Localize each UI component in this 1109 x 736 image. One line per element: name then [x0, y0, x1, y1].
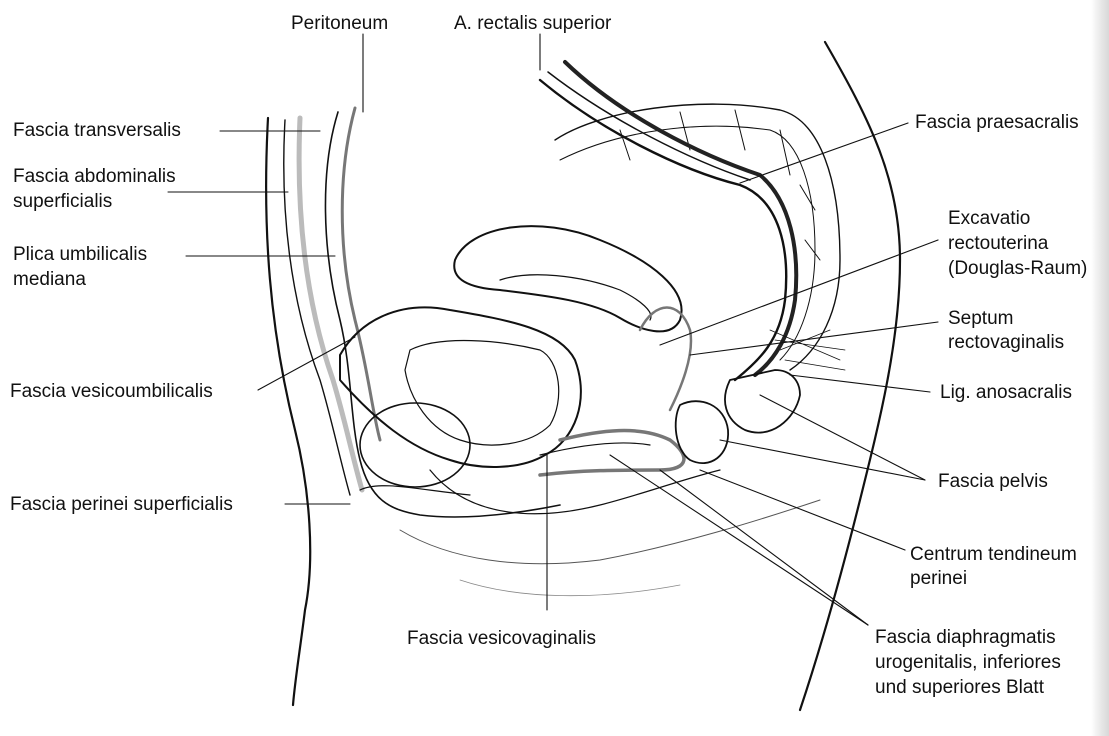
label-septum-line2: rectovaginalis: [948, 331, 1064, 355]
label-centrum-tendineum-line2: perinei: [910, 567, 967, 591]
uterus-outline: [454, 226, 681, 331]
label-fascia-abdominalis-line2: superficialis: [13, 190, 112, 214]
fascia-transversalis-layer: [325, 112, 560, 517]
label-excavatio-line3: (Douglas-Raum): [948, 257, 1087, 281]
label-fascia-diaphragmatis: Fascia diaphragmatis: [875, 626, 1056, 650]
label-peritoneum: Peritoneum: [291, 12, 388, 36]
rectouterine-pouch: [640, 308, 691, 411]
a-rectalis-superior-vessel: [565, 62, 796, 375]
label-fascia-diaphragmatis-line3: und superiores Blatt: [875, 676, 1044, 700]
label-plica-umbilicalis-line2: mediana: [13, 268, 86, 292]
vagina-outline: [540, 431, 684, 475]
label-fascia-vesicoumbilicalis: Fascia vesicoumbilicalis: [10, 380, 213, 404]
label-fascia-perinei-superficialis: Fascia perinei superficialis: [10, 493, 233, 517]
bladder-outline: [340, 307, 581, 467]
label-excavatio-line2: rectouterina: [948, 232, 1048, 256]
label-excavatio: Excavatio: [948, 207, 1030, 231]
label-fascia-pelvis: Fascia pelvis: [938, 470, 1048, 494]
label-fascia-transversalis: Fascia transversalis: [13, 119, 181, 143]
label-plica-umbilicalis: Plica umbilicalis: [13, 243, 147, 267]
anterior-body-wall-outline: [266, 118, 310, 705]
rectum-outline: [540, 80, 786, 380]
leader-lines: [168, 34, 938, 625]
label-a-rectalis-superior: A. rectalis superior: [454, 12, 611, 36]
label-centrum-tendineum: Centrum tendineum: [910, 543, 1077, 567]
perineal-body: [676, 401, 728, 463]
label-fascia-vesicovaginalis: Fascia vesicovaginalis: [407, 627, 596, 651]
label-fascia-diaphragmatis-line2: urogenitalis, inferiores: [875, 651, 1061, 675]
label-septum: Septum: [948, 307, 1013, 331]
label-fascia-abdominalis: Fascia abdominalis: [13, 165, 176, 189]
anal-canal: [725, 370, 800, 433]
label-fascia-praesacralis: Fascia praesacralis: [915, 111, 1079, 135]
label-lig-anosacralis: Lig. anosacralis: [940, 381, 1072, 405]
fascia-abdominalis-layer: [284, 120, 350, 495]
posterior-body-outline: [800, 42, 900, 710]
page-edge-shadow: [1091, 0, 1109, 736]
